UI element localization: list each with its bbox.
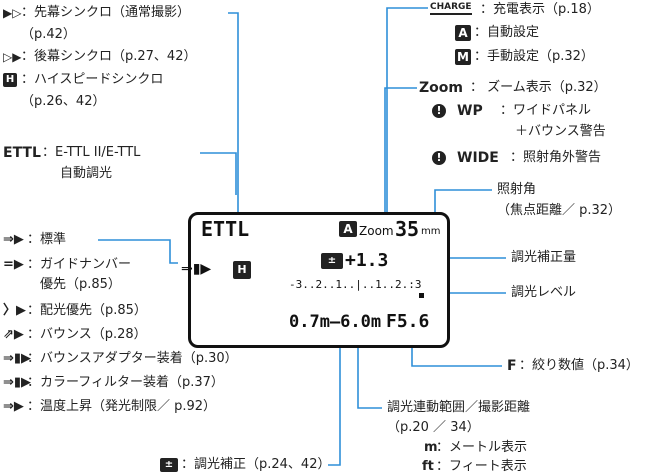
bounce-adapter-icon: ⇒▮▶ (3, 351, 32, 366)
warning-icon: ! (432, 151, 446, 165)
first-curtain-label: ：先幕シンクロ（通常撮影） (21, 5, 191, 20)
lcd-fec-value: +1.3 (345, 250, 389, 271)
lcd-mode-icon: ⇒▮▶ (181, 261, 212, 277)
leader-angle (434, 189, 492, 214)
leader-sync (228, 12, 239, 233)
ettl-label: ：E-TTL II/E-TTL (42, 145, 141, 160)
first-curtain-page: （p.42） (21, 27, 76, 42)
lcd-auto-icon: A (339, 221, 357, 237)
warning-icon: ! (432, 104, 446, 118)
second-curtain-icon: ▷▶ (3, 50, 22, 64)
wide-key: WIDE (457, 150, 499, 166)
light-distribution-label: ：配光優先（p.85） (27, 303, 147, 318)
level-label: 調光レベル (511, 285, 577, 300)
ft-label: ：フィート表示 (436, 459, 527, 474)
lcd-focal: 35 (395, 217, 420, 241)
lcd-range: 0.7m–6.0m (289, 312, 382, 332)
guide-number-page: 優先（p.85） (40, 277, 121, 292)
standard-label: ：標準 (27, 232, 67, 247)
high-speed-sync-page: （p.26、42） (21, 94, 106, 109)
second-curtain-label: ：後幕シンクロ（p.27、42） (21, 49, 197, 64)
fec-icon: ± (160, 458, 178, 472)
angle-label: 照射角 (497, 182, 537, 197)
leader-standard (98, 239, 178, 264)
ettl-label-2: 自動調光 (60, 166, 113, 181)
zoom-key: Zoom (419, 80, 463, 96)
fec-label: ：調光補正（p.24、42） (181, 457, 331, 472)
guide-number-label: ：ガイドナンバー (27, 257, 132, 272)
first-curtain-icon: ▶▷ (3, 6, 22, 20)
color-filter-icon: ⇒▮▶ (3, 375, 32, 390)
lcd-fnum: F5.6 (386, 311, 430, 332)
standard-icon: ⇒▶ (3, 232, 24, 247)
temperature-label: ：温度上昇（発光制限／ p.92） (27, 399, 217, 414)
leader-ettl (200, 152, 237, 195)
bounce-adapter-label: ：バウンスアダプター装着（p.30） (27, 351, 238, 366)
lcd-unit: mm (421, 226, 441, 237)
high-speed-sync-icon: H (3, 73, 17, 87)
f-key: F (507, 358, 517, 374)
zoom-label: ： ズーム表示（p.32） (470, 80, 607, 95)
leader-range (357, 322, 382, 409)
guide-number-icon: =▶ (3, 257, 24, 272)
leader-zoom (384, 87, 417, 214)
wp-label-2: ＋バウンス警告 (515, 124, 606, 139)
wide-label: ：照射角外警告 (510, 150, 602, 165)
m-label: ：メートル表示 (436, 440, 528, 455)
lcd-zoom: Zoom (359, 224, 394, 238)
charge-icon: CHARGE (430, 2, 472, 15)
auto-label: ：自動設定 (474, 25, 540, 40)
bounce-label: ：バウンス（p.28） (27, 327, 147, 342)
wp-label: ：ワイドパネル (500, 103, 592, 118)
lcd-fec-icon: ± (321, 253, 343, 269)
lcd-panel: ETTL A Zoom 35 mm ⇒▮▶ H ± +1.3 -3..2..1.… (181, 212, 450, 348)
light-distribution-icon: 〉▶ (3, 303, 26, 318)
high-speed-sync-label: ：ハイスピードシンクロ (21, 72, 164, 87)
auto-icon: A (455, 25, 471, 41)
lcd-ettl: ETTL (201, 217, 250, 241)
leader-charge (386, 7, 428, 212)
fec-amount-label: 調光補正量 (511, 250, 577, 265)
color-filter-label: ：カラーフィルター装着（p.37） (27, 375, 224, 390)
f-label: ：絞り数値（p.34） (519, 358, 639, 373)
ft-key: ft (422, 459, 434, 474)
temperature-icon: ⇒▶ (3, 399, 24, 414)
lcd-level-scale: -3..2..1..|..1..2.:3 (289, 278, 422, 291)
range-page: （p.20 ／ 34） (387, 420, 480, 435)
wp-key: WP (457, 103, 483, 119)
ettl-key: ETTL (3, 145, 41, 161)
charge-label: ：充電表示（p.18） (480, 2, 600, 17)
bounce-icon: ⇗▶ (3, 327, 24, 342)
lcd-level-marker (419, 293, 424, 298)
lcd-high-speed-icon: H (233, 261, 251, 279)
range-label: 調光連動範囲／撮影距離 (387, 400, 531, 415)
angle-label-2: （焦点距離／ p.32） (497, 203, 622, 218)
manual-icon: M (455, 49, 471, 65)
manual-label: ：手動設定（p.32） (474, 49, 594, 64)
m-key: m (424, 440, 438, 455)
